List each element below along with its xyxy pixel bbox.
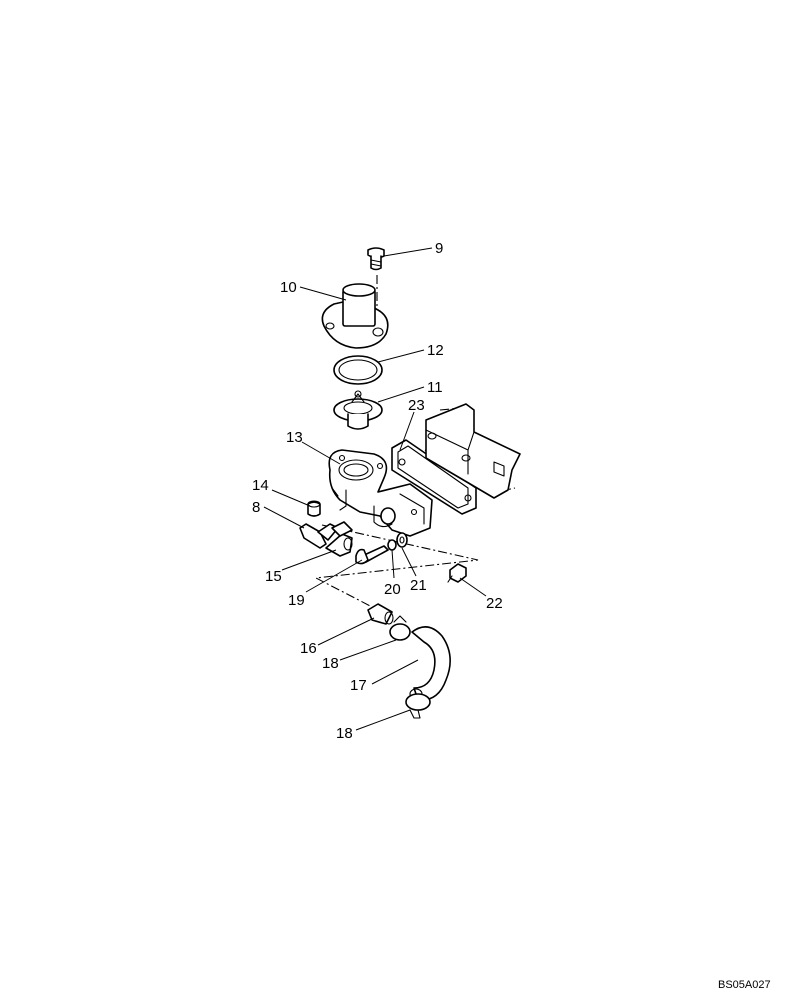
part-18-hose-clamp-upper: [389, 615, 411, 641]
part-11-thermostat: [333, 390, 383, 430]
callout-18-lower: 18: [336, 725, 353, 742]
part-23-gasket-plate: [391, 439, 477, 515]
part-14-plug: [307, 500, 321, 517]
callout-21: 21: [410, 577, 427, 594]
callout-10: 10: [280, 279, 297, 296]
callout-22: 22: [486, 595, 503, 612]
callout-17: 17: [350, 677, 367, 694]
callout-8: 8: [252, 499, 260, 516]
part-18-hose-clamp-lower: [405, 693, 431, 719]
callout-19: 19: [288, 592, 305, 609]
part-22-plug-bolt: [447, 563, 467, 583]
callout-11: 11: [427, 379, 443, 396]
callout-labels: 9 10 12 11 23 13 14 8 15 19 20 21 22 16 …: [252, 240, 503, 742]
part-15-hose-nipple: [325, 521, 353, 557]
callout-15: 15: [265, 568, 282, 585]
part-19-bolt: [355, 545, 389, 565]
part-20-washer: [387, 539, 397, 551]
part-21-washer: [396, 532, 408, 548]
callout-20: 20: [384, 581, 401, 598]
engine-block-fragment: [425, 403, 521, 499]
part-13-housing-body: [328, 449, 433, 537]
callout-23: 23: [408, 397, 425, 414]
callout-18-upper: 18: [322, 655, 339, 672]
part-12-gasket-ring: [333, 355, 383, 385]
leader-lines: [263, 247, 487, 731]
part-9-bolt: [367, 247, 385, 271]
figure-reference-code: BS05A027: [718, 979, 771, 991]
callout-12: 12: [427, 342, 444, 359]
callout-13: 13: [286, 429, 303, 446]
part-10-housing-cover: [321, 283, 389, 349]
callout-16: 16: [300, 640, 317, 657]
part-17-hose: [409, 626, 451, 701]
callout-9: 9: [435, 240, 443, 257]
callout-14: 14: [252, 477, 269, 494]
part-16-connector-pipe: [367, 603, 394, 625]
